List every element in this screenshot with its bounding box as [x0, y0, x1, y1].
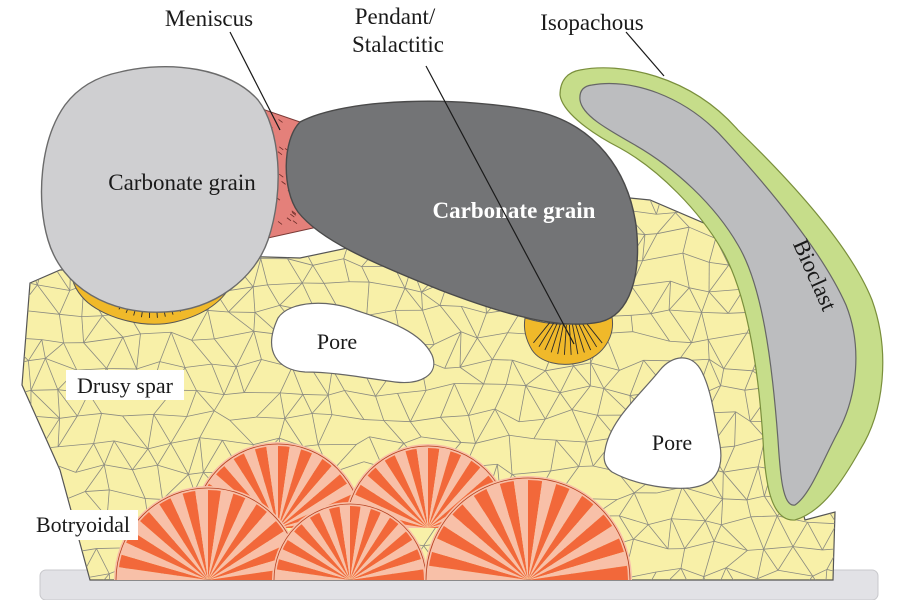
pore-left [271, 302, 435, 384]
bioclast [579, 82, 857, 506]
drusy-spar-label-bg [66, 370, 184, 400]
botryoidal-label-bg [28, 510, 138, 540]
pore-left-label: Pore [317, 329, 357, 354]
carbonate-grain-light [40, 66, 279, 313]
meniscus-leader [229, 31, 281, 131]
botryoidal-label: Botryoidal [36, 512, 130, 537]
pore-right [603, 357, 722, 489]
botryoidal-cement [114, 442, 632, 581]
carbonate-grain-light-label: Carbonate grain [108, 170, 256, 195]
botryoidal-fan-3 [114, 486, 302, 581]
pore-right-label: Pore [652, 430, 692, 455]
meniscus-label: Meniscus [165, 6, 253, 31]
drusy-spar-label: Drusy spar [77, 373, 174, 398]
isopachous-label: Isopachous [540, 10, 644, 35]
pendant-leader [425, 65, 575, 345]
isopachous-leader [625, 31, 665, 77]
pendant-label-line2: Stalactitic [352, 32, 444, 57]
botryoidal-fan-5 [424, 476, 632, 581]
botryoidal-fan-4 [272, 502, 428, 581]
carbonate-grain-dark-label: Carbonate grain [433, 198, 596, 223]
carbonate-grain-dark [285, 100, 639, 325]
pendant-label-line1: Pendant/ [355, 4, 436, 29]
